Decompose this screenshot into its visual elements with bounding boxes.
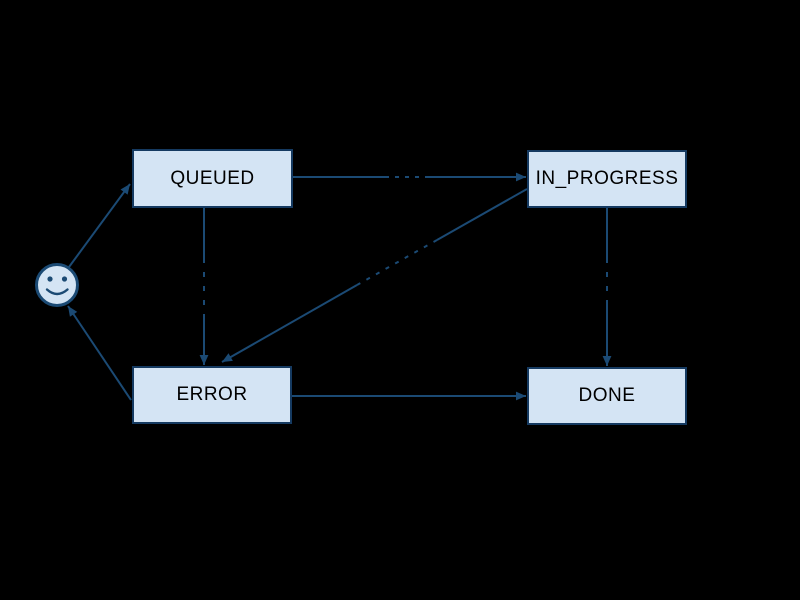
state-node-error: ERROR <box>132 366 292 424</box>
state-label-error: ERROR <box>176 384 248 405</box>
state-node-in-progress: IN_PROGRESS <box>527 150 687 208</box>
state-node-done: DONE <box>527 367 687 425</box>
edge-error-to-start <box>67 305 132 401</box>
state-label-done: DONE <box>578 385 636 406</box>
state-label-queued: QUEUED <box>170 167 255 189</box>
state-label-in-progress: IN_PROGRESS <box>535 168 679 189</box>
edge-inprogress-to-error <box>221 188 528 363</box>
start-node-smiley-icon <box>35 263 79 307</box>
edge-start-to-queued <box>68 183 131 268</box>
state-node-queued: QUEUED <box>132 149 293 208</box>
